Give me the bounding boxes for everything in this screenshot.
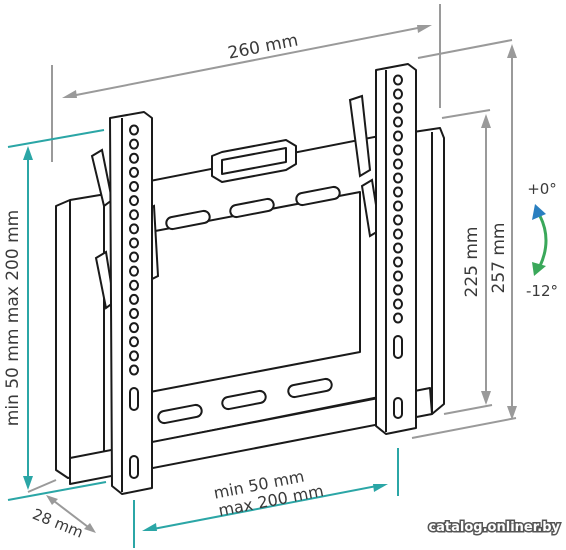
rail-hole <box>129 322 139 334</box>
rail-hole <box>129 251 139 263</box>
rail-hole <box>393 130 403 142</box>
width-arrow-left <box>62 90 77 98</box>
top-handle-inner <box>221 147 287 175</box>
rail-hole <box>393 102 403 114</box>
rail-hole <box>129 152 139 164</box>
height-ext-top <box>417 39 513 59</box>
rail-hole <box>393 144 403 156</box>
tilt-up-label: +0° <box>527 180 557 198</box>
vesa-v-arrow-bottom <box>23 476 33 490</box>
tilt-down-label: -12° <box>526 282 558 300</box>
rail-hole <box>129 336 139 348</box>
rail-hole <box>129 209 139 221</box>
height-257-arrow-top <box>507 44 517 58</box>
rail-hole <box>393 88 403 100</box>
slot <box>165 209 211 231</box>
height-225-arrow-bottom <box>481 391 491 405</box>
vesa-v-ext-top <box>7 129 105 148</box>
vesa-h-arrow-right <box>373 484 388 492</box>
depth-arrow-b <box>84 523 96 533</box>
rail-hole <box>393 214 403 226</box>
height-225-ext-bottom <box>443 404 493 415</box>
rail-hole <box>393 270 403 282</box>
rail-hole <box>129 237 139 249</box>
right-rail-slot <box>393 335 403 359</box>
right-rail-slot <box>393 397 403 419</box>
slot <box>157 403 203 425</box>
rail-hole <box>393 116 403 128</box>
plate-slots <box>157 185 341 425</box>
vesa-h-line <box>147 484 383 531</box>
tilt-arrow-up-icon <box>532 204 546 220</box>
vesa-h-arrow-left <box>142 523 157 531</box>
rail-hole <box>129 180 139 192</box>
height-total-label: 257 mm <box>489 223 509 294</box>
rail-hole <box>129 124 139 136</box>
width-dimension-line <box>65 25 429 98</box>
tilt-arc <box>538 215 548 267</box>
rail-hole <box>393 284 403 296</box>
slot <box>295 185 341 207</box>
left-rail-holes <box>129 124 139 376</box>
rail-hole <box>129 350 139 362</box>
vesa-vertical-label: min 50 mm max 200 mm <box>3 210 23 426</box>
rail-hole <box>393 186 403 198</box>
left-rail <box>109 111 153 495</box>
left-flange <box>55 193 107 479</box>
slot <box>229 197 275 219</box>
vesa-v-arrow-top <box>23 146 33 160</box>
tilt-arrow-down-icon <box>532 262 546 276</box>
slot <box>287 377 333 399</box>
bottom-ledge <box>69 387 433 485</box>
height-225-arrow-top <box>481 114 491 128</box>
watermark: catalog.onliner.by <box>428 520 560 535</box>
rail-hole <box>129 265 139 277</box>
rail-hole <box>393 242 403 254</box>
height-ext-bottom <box>411 417 517 439</box>
rail-hole <box>129 166 139 178</box>
rail-hole <box>129 364 139 376</box>
depth-arrow-a <box>46 495 58 505</box>
depth-line <box>49 497 93 531</box>
depth-label: 28 mm <box>30 505 86 542</box>
rail-hole <box>393 312 403 324</box>
rail-hole <box>129 223 139 235</box>
rail-hole <box>393 172 403 184</box>
left-rail-slot <box>129 387 139 411</box>
right-hook-upper <box>348 94 372 178</box>
rail-hole <box>393 200 403 212</box>
rail-hole <box>129 195 139 207</box>
height-rail-label: 225 mm <box>462 227 482 298</box>
rail-hole <box>129 279 139 291</box>
right-rail-holes <box>393 74 403 324</box>
rail-hole <box>393 256 403 268</box>
width-arrow-right <box>417 25 432 33</box>
depth-ext-left <box>27 479 57 493</box>
gray-dimension-lines <box>27 4 517 533</box>
rail-hole <box>393 298 403 310</box>
height-225-ext-top <box>441 109 491 119</box>
rail-hole <box>393 158 403 170</box>
right-rail <box>375 63 417 435</box>
rail-hole <box>129 293 139 305</box>
tilt-indicator <box>532 204 548 276</box>
height-257-arrow-bottom <box>507 406 517 420</box>
teal-dimension-lines <box>7 129 399 548</box>
rail-hole <box>393 74 403 86</box>
rail-hole <box>393 228 403 240</box>
rail-hole <box>129 138 139 150</box>
left-rail-slot <box>129 455 139 479</box>
slot <box>221 389 267 411</box>
wall-plate <box>55 127 445 485</box>
vesa-v-ext-bottom <box>7 481 107 501</box>
rail-hole <box>129 308 139 320</box>
